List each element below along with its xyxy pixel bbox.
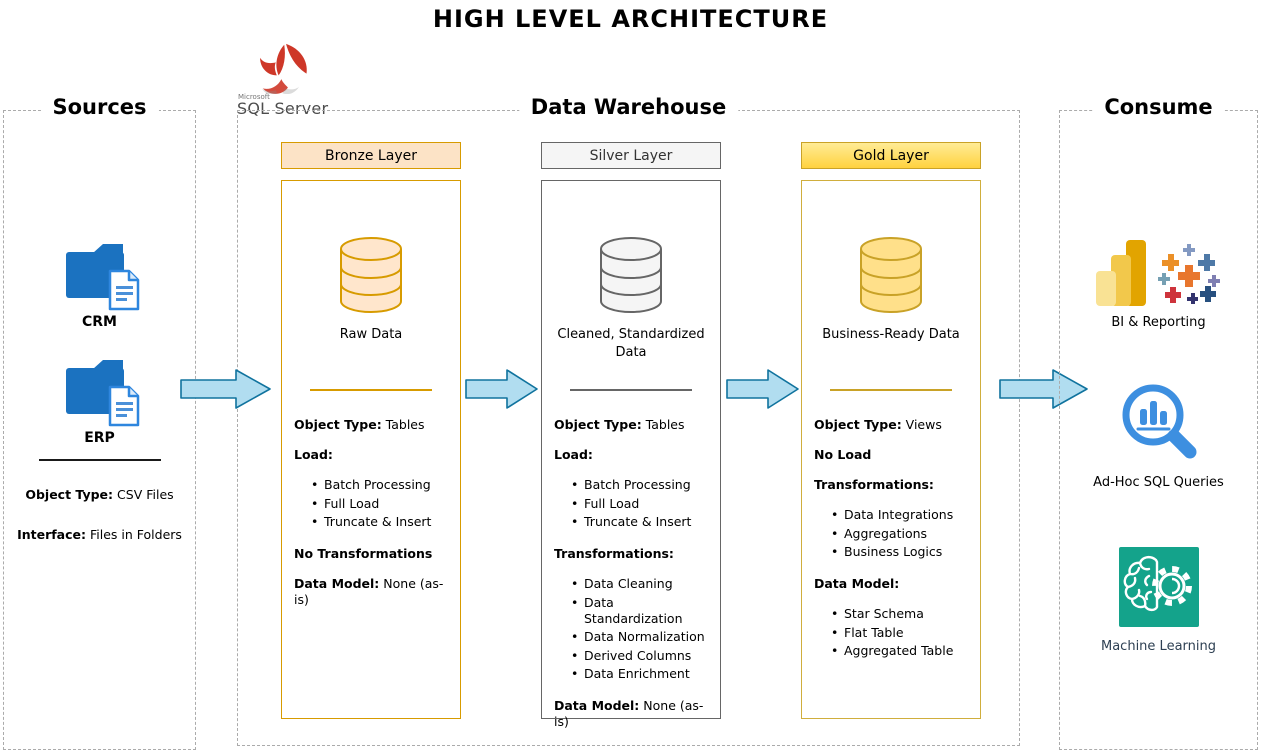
power-bi-icon — [1095, 240, 1146, 306]
layer-bullet-list: Star SchemaFlat TableAggregated Table — [814, 606, 973, 659]
data-warehouse-group: Data Warehouse — [237, 95, 1020, 746]
silver-divider — [570, 389, 692, 391]
bronze-divider — [310, 389, 432, 391]
layer-bullet-list: Batch ProcessingFull LoadTruncate & Inse… — [294, 477, 453, 530]
layer-attribute: Object Type: Tables — [554, 417, 685, 432]
sql-server-logo: Microsoft SQL Server — [237, 42, 347, 118]
bronze-layer-header: Bronze Layer — [281, 142, 461, 169]
sql-query-magnifier-icon — [1122, 384, 1196, 459]
erp-folder-icon — [65, 360, 139, 427]
tableau-icon — [1157, 244, 1220, 304]
layer-heading: No Load — [814, 447, 872, 462]
layer-bullet-item: Business Logics — [831, 544, 973, 560]
layer-heading: Data Model: — [814, 576, 900, 591]
layer-attribute: Data Model: None (as-is) — [294, 576, 444, 607]
layer-bullet-item: Aggregated Table — [831, 643, 973, 659]
sources-interface-value: Files in Folders — [90, 527, 182, 542]
layer-bullet-item: Full Load — [571, 496, 713, 512]
gold-layer-header: Gold Layer — [801, 142, 981, 169]
arrow-gold-to-consume-icon — [999, 369, 1088, 409]
silver-db-label: Cleaned, Standardized Data — [557, 327, 705, 360]
layer-attribute: Data Model: None (as-is) — [554, 698, 704, 729]
bronze-db-label: Raw Data — [339, 327, 403, 342]
gold-db-label: Business-Ready Data — [822, 327, 960, 342]
sources-interface: Interface: Files in Folders — [4, 527, 195, 542]
sources-interface-key: Interface: — [17, 527, 87, 542]
layer-bullet-item: Batch Processing — [571, 477, 713, 493]
gold-divider — [830, 389, 952, 391]
layer-bullet-item: Aggregations — [831, 526, 973, 542]
silver-layer-header: Silver Layer — [541, 142, 721, 169]
gold-layer-header-label: Gold Layer — [853, 147, 929, 164]
silver-layer-header-label: Silver Layer — [589, 147, 673, 164]
crm-source-icon-block — [4, 241, 195, 317]
sources-group: Sources CRM ERP Object Type: CSV Files — [3, 95, 196, 750]
machine-learning-label: Machine Learning — [1101, 639, 1216, 654]
data-warehouse-group-label: Data Warehouse — [518, 95, 739, 119]
sql-server-swoosh-icon — [260, 43, 307, 94]
silver-database-icon — [600, 237, 662, 313]
sources-divider — [38, 459, 161, 461]
machine-learning-brain-gear-icon — [1118, 547, 1199, 627]
sources-object-type-key: Object Type: — [25, 487, 114, 502]
consume-group: Consume BI & Reporting — [1059, 95, 1258, 750]
layer-bullet-item: Data Cleaning — [571, 576, 713, 592]
bronze-database-icon — [340, 237, 402, 313]
layer-attribute: Object Type: Tables — [294, 417, 425, 432]
sql-server-vendor-text: Microsoft — [238, 93, 270, 101]
arrow-bronze-to-silver-icon — [465, 369, 538, 409]
layer-attribute: Object Type: Views — [814, 417, 942, 432]
layer-heading: Transformations: — [554, 546, 674, 561]
adhoc-sql-label: Ad-Hoc SQL Queries — [1093, 475, 1224, 490]
silver-layer-box: Cleaned, Standardized Data Object Type: … — [541, 180, 721, 729]
sources-object-type-value: CSV Files — [117, 487, 174, 502]
page-title: HIGH LEVEL ARCHITECTURE — [432, 5, 829, 33]
layer-heading: Load: — [294, 447, 333, 462]
arrow-sources-to-bronze-icon — [180, 369, 271, 409]
layer-bullet-item: Truncate & Insert — [571, 514, 713, 530]
layer-bullet-item: Data Normalization — [571, 629, 713, 645]
sources-object-type: Object Type: CSV Files — [4, 487, 195, 502]
layer-bullet-item: Batch Processing — [311, 477, 453, 493]
layer-bullet-item: Truncate & Insert — [311, 514, 453, 530]
sources-group-label: Sources — [40, 95, 159, 119]
layer-bullet-list: Batch ProcessingFull LoadTruncate & Inse… — [554, 477, 713, 530]
layer-bullet-list: Data CleaningData StandardizationData No… — [554, 576, 713, 682]
layer-bullet-item: Data Enrichment — [571, 666, 713, 682]
machine-learning-item: Machine Learning — [1060, 547, 1257, 654]
layer-heading: Load: — [554, 447, 593, 462]
bronze-layer-header-label: Bronze Layer — [325, 147, 417, 164]
adhoc-sql-item: Ad-Hoc SQL Queries — [1060, 379, 1257, 490]
sql-server-product-text: SQL Server — [237, 99, 329, 118]
layer-bullet-item: Data Standardization — [571, 595, 713, 627]
crm-label: CRM — [82, 314, 117, 330]
layer-bullet-item: Derived Columns — [571, 648, 713, 664]
bi-reporting-item: BI & Reporting — [1060, 239, 1257, 330]
layer-bullet-list: Data IntegrationsAggregationsBusiness Lo… — [814, 507, 973, 560]
layer-heading: No Transformations — [294, 546, 433, 561]
erp-label: ERP — [84, 430, 115, 446]
arrow-silver-to-gold-icon — [726, 369, 799, 409]
layer-bullet-item: Full Load — [311, 496, 453, 512]
gold-database-icon — [860, 237, 922, 313]
bi-reporting-label: BI & Reporting — [1111, 315, 1206, 330]
layer-bullet-item: Flat Table — [831, 625, 973, 641]
erp-source-icon-block — [4, 357, 195, 433]
layer-bullet-item: Star Schema — [831, 606, 973, 622]
layer-heading: Transformations: — [814, 477, 934, 492]
crm-folder-icon — [65, 244, 139, 311]
consume-group-label: Consume — [1092, 95, 1225, 119]
layer-bullet-item: Data Integrations — [831, 507, 973, 523]
